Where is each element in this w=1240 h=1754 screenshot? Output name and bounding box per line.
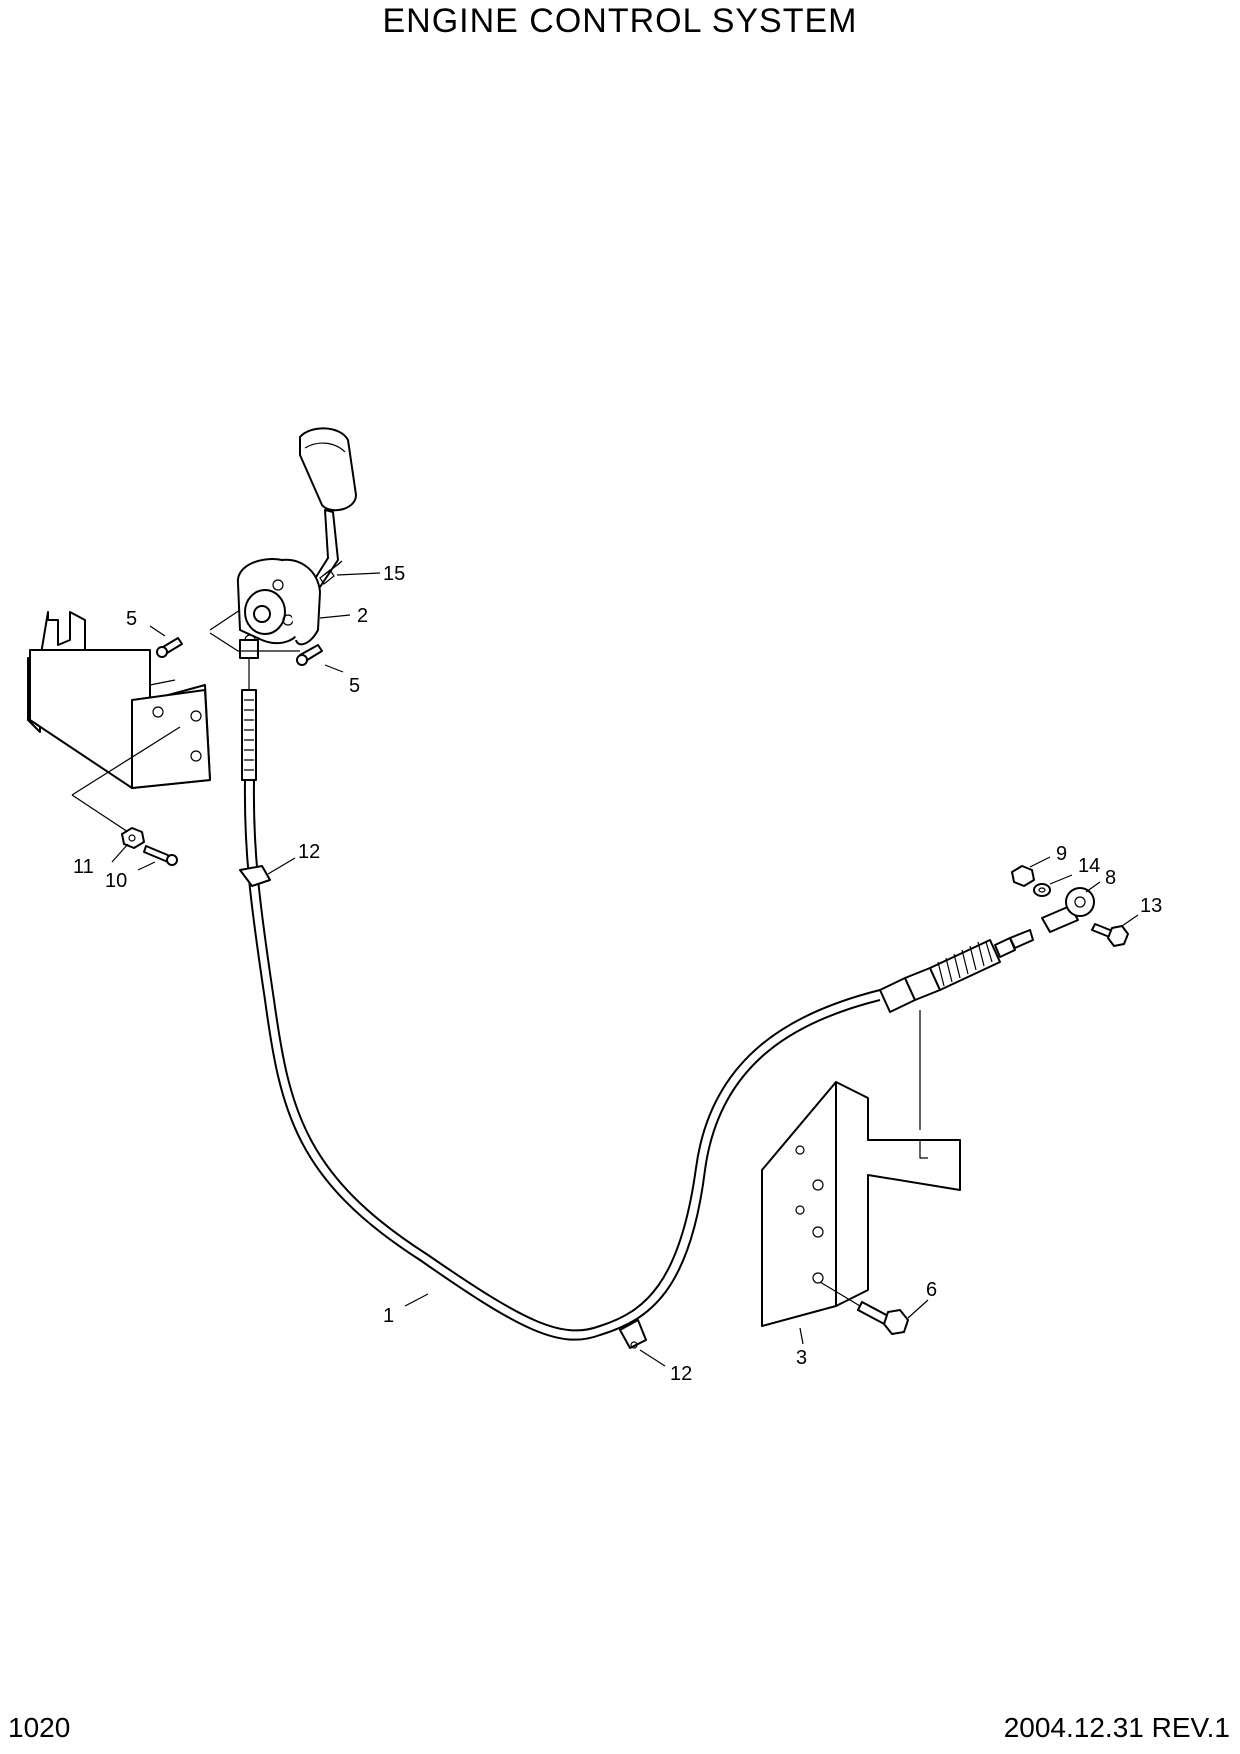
ball-joint-8	[1041, 887, 1095, 933]
callout-9: 9	[1056, 843, 1067, 865]
screw-5b	[209, 632, 323, 666]
callout-11: 11	[73, 856, 94, 878]
callout-12-upper: 12	[298, 841, 320, 863]
nut-9	[1011, 865, 1035, 887]
callout-5-left: 5	[126, 608, 137, 630]
revision-date: 2004.12.31 REV.1	[1003, 1712, 1230, 1743]
page-number: 1020	[8, 1712, 71, 1743]
bolt-13	[1091, 923, 1129, 947]
callout-8: 8	[1105, 867, 1116, 889]
callout-leaders	[111, 572, 1139, 1367]
bolt-10	[143, 845, 178, 866]
callout-15: 15	[383, 563, 405, 585]
callout-10: 10	[105, 870, 127, 892]
cable-end-fittings	[879, 929, 1034, 1130]
right-mounting-bracket	[761, 1081, 961, 1335]
page-title: ENGINE CONTROL SYSTEM	[382, 2, 858, 40]
callout-12-lower: 12	[670, 1363, 692, 1385]
control-lever-assembly	[236, 427, 357, 690]
callout-2: 2	[357, 605, 368, 627]
callout-3: 3	[796, 1347, 807, 1369]
callout-labels: 15 2 5 5 12 11 10 1 12 9 14 8 13 6 3	[73, 563, 1162, 1385]
throttle-cable	[239, 689, 881, 1349]
callout-13: 13	[1140, 895, 1162, 917]
nut-11	[121, 827, 145, 849]
screw-5a	[156, 609, 241, 658]
callout-5-right: 5	[349, 675, 360, 697]
callout-14: 14	[1078, 855, 1100, 877]
callout-1: 1	[383, 1305, 394, 1327]
callout-6: 6	[926, 1279, 937, 1301]
left-mounting-bracket	[27, 611, 211, 833]
washer-14	[1033, 883, 1051, 897]
